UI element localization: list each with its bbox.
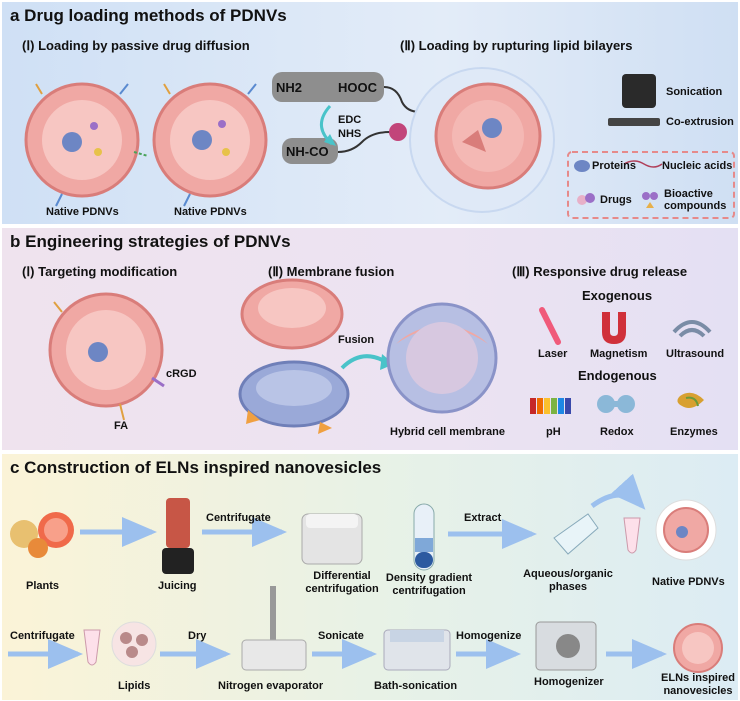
conjugate-ball-2 — [389, 123, 407, 141]
panel-a-title: a Drug loading methods of PDNVs — [10, 6, 287, 25]
fa-label: FA — [114, 420, 129, 432]
arrow-funnel-tube — [590, 473, 646, 510]
lipids-label: Lipids — [118, 680, 151, 692]
aqueous-label: Aqueous/organic phases — [523, 568, 613, 593]
blue-half-vesicle — [238, 360, 350, 434]
homogenizer-label: Homogenizer — [534, 676, 604, 688]
native-pdnv-zoom — [655, 499, 717, 561]
panel-b-subtitle-1: (Ⅰ) Targeting modification — [22, 264, 178, 279]
panel-a-subtitle-1: (Ⅰ) Loading by passive drug diffusion — [22, 38, 250, 53]
nh2-hooc-box — [272, 72, 384, 102]
native-pdnvs-label-c: Native PDNVs — [652, 576, 725, 588]
panel-b-subtitle-3: (Ⅲ) Responsive drug release — [512, 264, 688, 279]
coextrusion-label: Co-extrusion — [666, 116, 734, 128]
native-vesicle-2 — [152, 82, 268, 207]
lipid-tube-image — [83, 629, 101, 666]
bioactive-label: Bioactive compounds — [664, 188, 727, 212]
density-tube-image — [413, 503, 435, 571]
separatory-funnel-image — [553, 513, 599, 555]
elns-label: ELNs inspired nanovesicles — [661, 672, 735, 697]
hybrid-vesicle — [386, 302, 498, 414]
sonicator-device — [622, 74, 656, 108]
drugs-label: Drugs — [600, 194, 632, 206]
panel-a-artwork — [24, 67, 735, 219]
hooc-label: HOOC — [338, 80, 377, 95]
panel-a-subtitle-2: (Ⅱ) Loading by rupturing lipid bilayers — [400, 38, 633, 53]
blender-image — [162, 498, 194, 574]
panel-b: b Engineering strategies of PDNVs (Ⅰ) Ta… — [2, 228, 738, 450]
magnetism-icon — [602, 312, 626, 344]
differential-label: Differential centrifugation — [305, 570, 379, 595]
redox-label: Redox — [600, 426, 634, 438]
extract-label: Extract — [464, 512, 502, 524]
density-label: Density gradient centrifugation — [385, 572, 473, 597]
tube-image — [623, 517, 641, 554]
enzymes-label: Enzymes — [670, 426, 718, 438]
panel-a: a Drug loading methods of PDNVs (Ⅰ) Load… — [2, 2, 738, 224]
panel-c-artwork — [8, 473, 723, 673]
bath-sonication-label: Bath-sonication — [374, 680, 458, 692]
panel-c: c Construction of ELNs inspired nanovesi… — [2, 454, 738, 700]
nh2-label: NH2 — [276, 80, 303, 95]
ph-label: pH — [546, 426, 561, 438]
sonicate-label: Sonicate — [318, 630, 364, 642]
enzyme-icon — [677, 392, 704, 408]
panel-b-artwork — [48, 278, 712, 434]
panel-c-title: c Construction of ELNs inspired nanovesi… — [10, 458, 382, 477]
edc-label: EDC — [338, 114, 362, 126]
native-pdnvs-label-2: Native PDNVs — [174, 206, 247, 218]
redox-icon — [597, 395, 635, 413]
panel-b-subtitle-2: (Ⅱ) Membrane fusion — [268, 264, 395, 279]
magnetism-label: Magnetism — [590, 348, 648, 360]
extruder-device — [608, 118, 660, 126]
panel-b-title: b Engineering strategies of PDNVs — [10, 232, 291, 251]
lipids-image — [111, 621, 157, 667]
sonication-label: Sonication — [666, 86, 723, 98]
ultrasound-label: Ultrasound — [666, 348, 725, 360]
dry-label: Dry — [188, 630, 207, 642]
elns-vesicle-image — [673, 623, 723, 673]
bath-sonicator-image — [383, 629, 451, 671]
homogenizer-image — [535, 621, 597, 671]
centrifuge-image — [301, 513, 363, 565]
hybrid-membrane-label: Hybrid cell membrane — [390, 426, 505, 438]
fusion-arrow — [340, 354, 388, 370]
nitrogen-evaporator-image — [241, 586, 307, 671]
ph-icon — [530, 398, 571, 414]
nitrogen-evaporator-label: Nitrogen evaporator — [218, 680, 324, 692]
native-vesicle-1 — [24, 82, 149, 207]
centrifugate-label-1: Centrifugate — [206, 512, 271, 524]
ruptured-vesicle — [409, 67, 555, 213]
juicing-label: Juicing — [158, 580, 197, 592]
endogenous-label: Endogenous — [578, 368, 657, 383]
fusion-label: Fusion — [338, 334, 375, 346]
legend-box — [567, 151, 735, 219]
native-pdnvs-label-1: Native PDNVs — [46, 206, 119, 218]
proteins-label: Proteins — [592, 160, 637, 172]
homogenize-label: Homogenize — [456, 630, 522, 642]
nhco-box — [282, 138, 338, 164]
ultrasound-icon — [672, 320, 712, 334]
laser-icon — [539, 307, 561, 345]
targeted-vesicle — [48, 292, 165, 421]
nhco-label: NH-CO — [286, 144, 329, 159]
plants-image — [10, 512, 74, 558]
laser-label: Laser — [538, 348, 568, 360]
nucleic-acids-label: Nucleic acids — [662, 160, 733, 172]
crgd-label: cRGD — [166, 368, 197, 380]
nhs-label: NHS — [338, 128, 362, 140]
centrifugate-label-2: Centrifugate — [10, 630, 75, 642]
plants-label: Plants — [26, 580, 60, 592]
pink-half-vesicle — [240, 278, 344, 350]
exogenous-label: Exogenous — [582, 288, 653, 303]
